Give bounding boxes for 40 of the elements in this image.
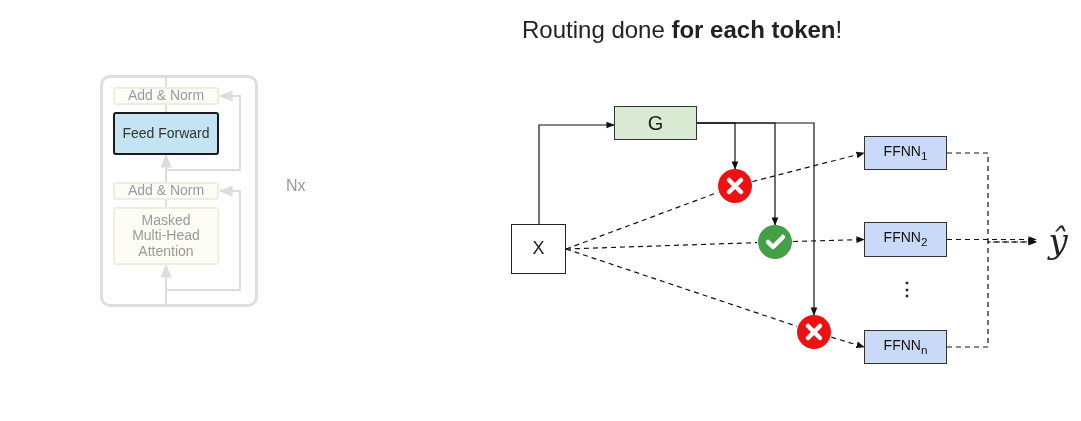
connector-line [165, 199, 167, 208]
arrow [696, 122, 818, 316]
ellipsis-mark: ⋮ [898, 278, 916, 300]
box-label: Masked Multi-Head Attention [131, 212, 201, 260]
box-label: Add & Norm [127, 88, 205, 104]
connector-line [565, 242, 758, 250]
box-label: Feed Forward [122, 125, 210, 142]
expert-box [864, 330, 947, 364]
arrow [160, 153, 172, 183]
arrow [946, 238, 1037, 348]
arrow [830, 336, 865, 349]
check-icon [758, 225, 792, 259]
cross-icon [718, 169, 752, 203]
box-label: G [647, 112, 664, 134]
box-label: FFNN$_{1}$ [883, 143, 928, 163]
layer-box [113, 112, 219, 155]
title: Routing done for each token! [522, 16, 843, 44]
output-symbol: ŷ [1048, 223, 1068, 261]
repeat-label: Nx [286, 177, 306, 195]
arrow [165, 185, 241, 291]
cross-icon [797, 315, 831, 349]
box-label: X [532, 239, 545, 259]
arrow [165, 90, 241, 171]
arrow [751, 151, 865, 183]
connector-line [565, 248, 798, 327]
arrow [792, 236, 865, 244]
decoder-block-frame [100, 75, 258, 307]
layer-box [113, 87, 219, 105]
box-label: FFNN$_{n}$ [883, 337, 928, 357]
expert-box [864, 222, 947, 257]
box-label: Add & Norm [127, 183, 205, 199]
arrow [538, 121, 615, 225]
input-box [511, 224, 566, 274]
box-label: FFNN$_{2}$ [883, 230, 928, 249]
connector-line [165, 104, 167, 113]
layer-box [113, 207, 219, 265]
expert-box [864, 136, 947, 170]
layer-box [113, 182, 219, 200]
arrow [946, 236, 1037, 243]
gate-box [614, 106, 697, 140]
